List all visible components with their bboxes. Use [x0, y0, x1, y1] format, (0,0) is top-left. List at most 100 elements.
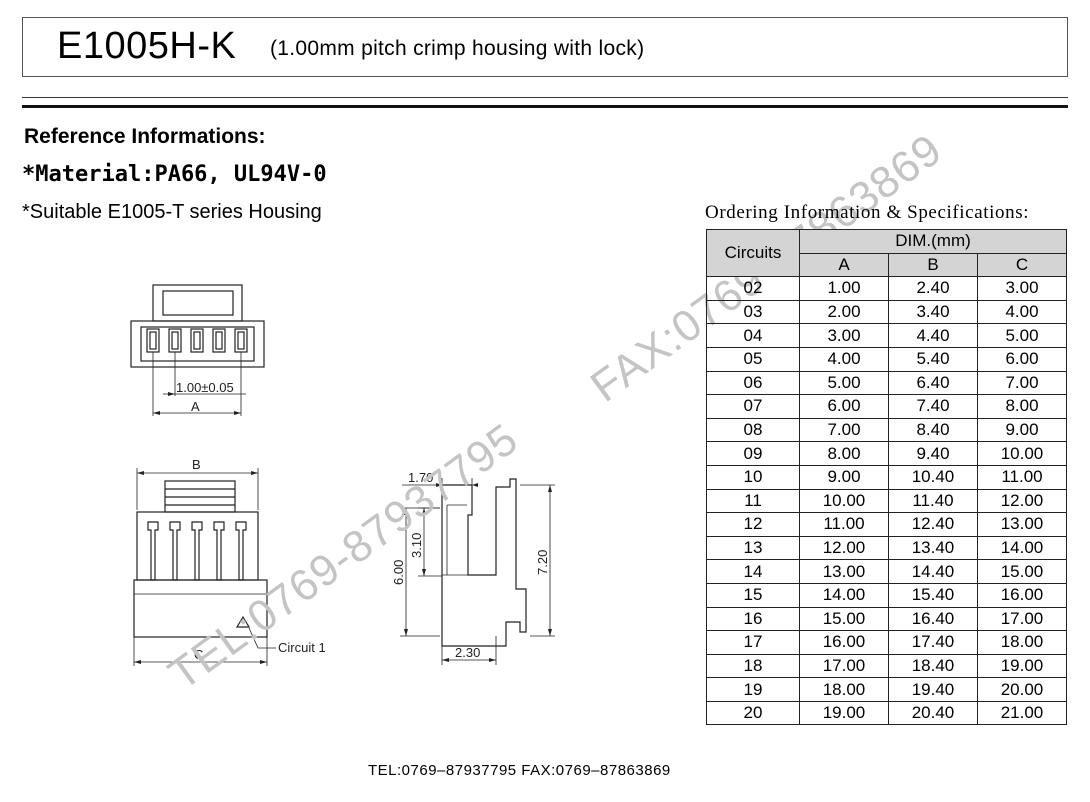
cell-c: 21.00	[977, 700, 1067, 726]
reference-title: Reference Informations:	[24, 125, 266, 148]
dim-2-30-label: 2.30	[455, 645, 480, 660]
cell-c: 15.00	[977, 559, 1067, 584]
cell-b: 8.40	[888, 417, 978, 443]
cell-a: 12.00	[799, 535, 889, 561]
circuit-1-label: Circuit 1	[278, 640, 326, 655]
cell-a: 9.00	[799, 464, 889, 490]
cell-circuits: 20	[706, 700, 800, 726]
front-view-top	[130, 284, 265, 416]
cell-c: 3.00	[977, 276, 1067, 301]
cell-b: 13.40	[888, 535, 978, 561]
side-view	[400, 478, 555, 665]
cell-c: 10.00	[977, 441, 1067, 466]
suitable-housing: *Suitable E1005-T series Housing	[22, 201, 322, 223]
cell-c: 19.00	[977, 653, 1067, 679]
dim-b-label: B	[192, 457, 201, 472]
cell-b: 19.40	[888, 677, 978, 702]
cell-b: 12.40	[888, 512, 978, 537]
cell-circuits: 18	[706, 653, 800, 679]
cell-a: 15.00	[799, 606, 889, 632]
cell-a: 18.00	[799, 677, 889, 702]
title-box: E1005H-K (1.00mm pitch crimp housing wit…	[22, 17, 1068, 77]
cell-c: 18.00	[977, 630, 1067, 655]
cell-b: 18.40	[888, 653, 978, 679]
cell-circuits: 06	[706, 370, 800, 396]
cell-circuits: 16	[706, 606, 800, 632]
cell-c: 8.00	[977, 394, 1067, 419]
part-description: (1.00mm pitch crimp housing with lock)	[270, 37, 645, 60]
cell-a: 7.00	[799, 417, 889, 443]
cell-b: 14.40	[888, 559, 978, 584]
cell-circuits: 09	[706, 441, 800, 466]
cell-a: 11.00	[799, 512, 889, 537]
cell-c: 9.00	[977, 417, 1067, 443]
cell-circuits: 12	[706, 512, 800, 537]
header-a: A	[799, 252, 889, 278]
cell-b: 9.40	[888, 441, 978, 466]
cell-c: 7.00	[977, 370, 1067, 396]
cell-b: 17.40	[888, 630, 978, 655]
cell-c: 12.00	[977, 488, 1067, 514]
header-b: B	[888, 252, 978, 278]
cell-circuits: 15	[706, 582, 800, 608]
cell-a: 6.00	[799, 394, 889, 419]
cell-a: 3.00	[799, 323, 889, 348]
cell-a: 13.00	[799, 559, 889, 584]
part-number: E1005H-K	[57, 25, 237, 67]
header-c: C	[977, 252, 1067, 278]
dim-1-70-label: 1.70	[408, 470, 433, 485]
footer-contact: TEL:0769–87937795 FAX:0769–87863869	[368, 762, 671, 779]
cell-b: 16.40	[888, 606, 978, 632]
cell-c: 16.00	[977, 582, 1067, 608]
divider-thick	[22, 105, 1068, 108]
cell-c: 6.00	[977, 346, 1067, 372]
cell-b: 11.40	[888, 488, 978, 514]
cell-circuits: 13	[706, 535, 800, 561]
cell-c: 5.00	[977, 323, 1067, 348]
cell-a: 1.00	[799, 276, 889, 301]
cell-a: 10.00	[799, 488, 889, 514]
cell-c: 20.00	[977, 677, 1067, 702]
cell-b: 5.40	[888, 346, 978, 372]
dim-6-00-label: 6.00	[391, 560, 406, 585]
cell-circuits: 10	[706, 464, 800, 490]
cell-c: 13.00	[977, 512, 1067, 537]
cell-circuits: 04	[706, 323, 800, 348]
cell-circuits: 02	[706, 276, 800, 301]
dim-7-20-label: 7.20	[535, 550, 550, 575]
cell-a: 19.00	[799, 700, 889, 726]
cell-c: 17.00	[977, 606, 1067, 632]
cell-a: 5.00	[799, 370, 889, 396]
cell-circuits: 14	[706, 559, 800, 584]
cell-circuits: 05	[706, 346, 800, 372]
header-dim: DIM.(mm)	[799, 229, 1067, 254]
header-circuits: Circuits	[706, 228, 800, 278]
cell-c: 4.00	[977, 299, 1067, 325]
cell-circuits: 19	[706, 677, 800, 702]
front-view-bottom	[133, 468, 276, 666]
divider-thin	[22, 97, 1068, 98]
cell-circuits: 03	[706, 299, 800, 325]
cell-b: 15.40	[888, 582, 978, 608]
cell-c: 11.00	[977, 464, 1067, 490]
